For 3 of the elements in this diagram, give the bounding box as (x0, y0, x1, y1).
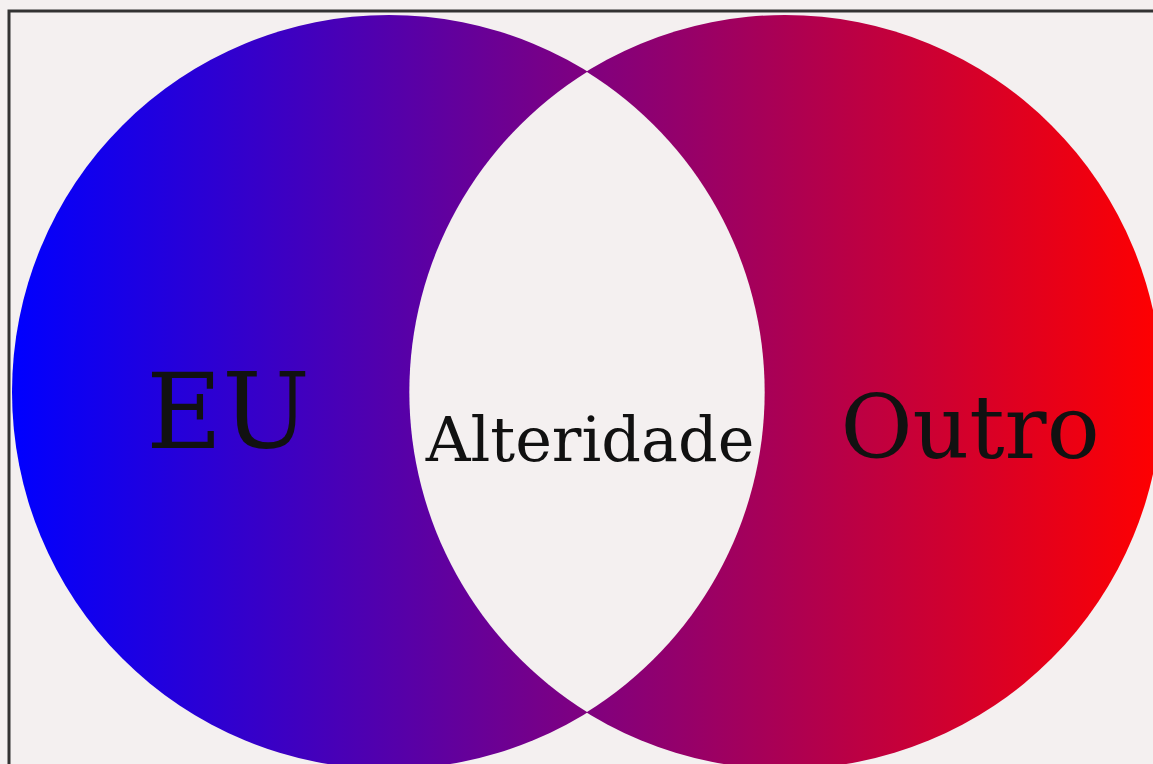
venn-label: EU (146, 360, 310, 464)
venn-label: Outro (840, 384, 1100, 472)
venn-label: Alteridade (425, 409, 755, 471)
